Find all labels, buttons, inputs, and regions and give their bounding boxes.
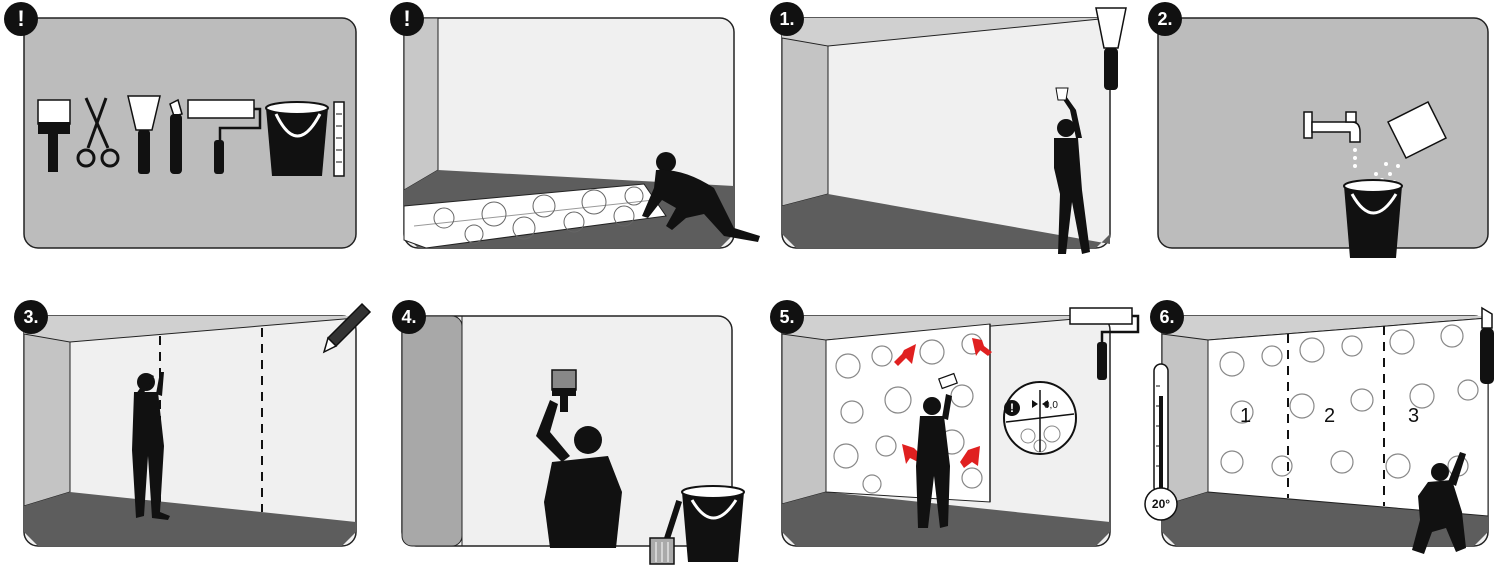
cutter-knife-icon (1480, 306, 1494, 384)
person-silhouette (132, 372, 170, 520)
step-apply-illustration: 0,0 ! (781, 315, 1111, 547)
bucket-icon (265, 101, 329, 176)
step-scrape-panel (781, 17, 1111, 254)
water-tap-icon (1303, 111, 1361, 168)
seam-roller-icon (938, 372, 958, 390)
pencil-icon (322, 302, 372, 354)
step-badge: 3. (14, 300, 48, 334)
step-finish-panel: 1 2 3 20° (1144, 315, 1489, 554)
person-silhouette (916, 394, 952, 528)
step-apply-panel: 0,0 ! (781, 315, 1111, 547)
person-silhouette (1054, 96, 1090, 254)
step-badge: 6. (1150, 300, 1184, 334)
step-tools-panel (23, 17, 357, 249)
paint-brush-icon (649, 500, 683, 565)
step-badge: 2. (1148, 2, 1182, 36)
bucket-icon (681, 485, 745, 562)
person-silhouette (1412, 452, 1466, 554)
step-finish-illustration: 1 2 3 20° (1144, 315, 1489, 554)
step-prepare-illustration (403, 17, 760, 249)
step-paste-illustration (401, 315, 745, 565)
bucket-icon (1343, 179, 1403, 258)
step-mark-panel (23, 315, 357, 547)
cutter-knife-icon (169, 98, 183, 174)
wallpaper-strip (825, 323, 991, 503)
step-scrape-illustration (781, 17, 1111, 254)
step-paste-panel (401, 315, 745, 565)
step-badge: 1. (770, 2, 804, 36)
person-silhouette (536, 400, 622, 548)
wallpaper-rolls (403, 183, 667, 249)
temperature-label: 20° (1152, 497, 1170, 511)
person-silhouette (642, 152, 760, 242)
step-mix-panel (1157, 17, 1489, 258)
ruler-icon (333, 101, 345, 177)
step-mark-illustration (23, 315, 357, 547)
paste-powder-packet-icon (1374, 100, 1448, 184)
paint-roller-icon (1069, 307, 1140, 380)
step-tools-illustration (23, 17, 357, 249)
wallpapered-wall (1207, 317, 1489, 517)
scraper-icon (127, 95, 161, 174)
step-badge: 5. (770, 300, 804, 334)
scissors-icon (76, 97, 120, 168)
paste-brush-icon (551, 369, 577, 412)
thermometer-icon: 20° (1144, 363, 1178, 521)
strip-number: 1 (1240, 405, 1251, 427)
seam-detail-magnifier: 0,0 ! (1003, 381, 1077, 455)
seam-gap-label: 0,0 (1044, 400, 1058, 411)
step-badge: ! (390, 2, 424, 36)
paint-roller-icon (187, 99, 262, 174)
step-badge: 4. (392, 300, 426, 334)
strip-number: 2 (1324, 405, 1335, 427)
step-mix-illustration (1157, 17, 1489, 258)
step-prepare-panel (403, 17, 760, 249)
paint-brush-icon (37, 99, 71, 172)
scraper-icon (1095, 7, 1127, 90)
strip-number: 3 (1408, 405, 1419, 427)
step-badge: ! (4, 2, 38, 36)
warning-icon: ! (1010, 401, 1014, 415)
